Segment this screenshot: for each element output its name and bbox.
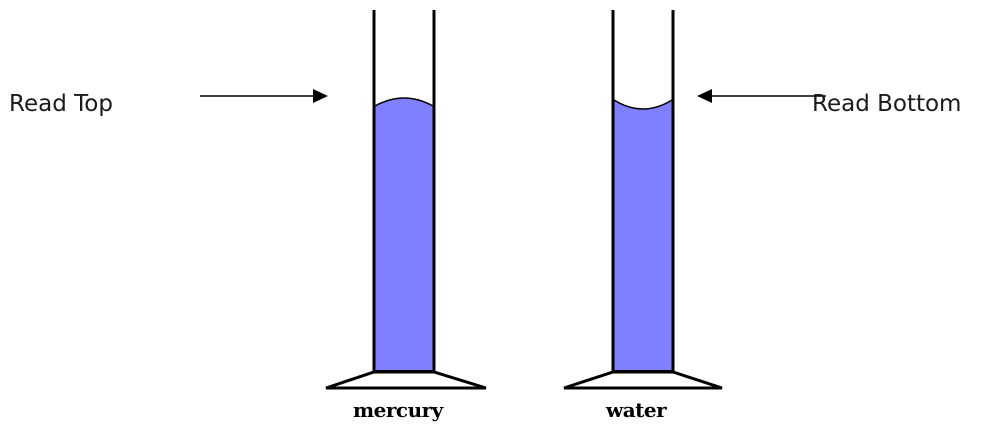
water-cylinder-base [563,370,723,390]
read-bottom-arrow [697,89,826,103]
mercury-meniscus [374,97,434,107]
mercury-liquid [375,98,433,370]
water-meniscus [613,99,673,110]
read-bottom-label: Read Bottom [812,91,962,117]
mercury-label: mercury [353,398,443,422]
water-liquid [614,100,672,370]
mercury-cylinder-base [325,370,487,390]
water-cylinder [563,10,723,390]
read-top-label: Read Top [9,91,113,117]
read-top-arrowhead [313,89,328,103]
water-label: water [606,398,667,422]
mercury-cylinder [325,10,487,390]
read-top-arrow [200,89,328,103]
read-bottom-arrowhead [697,89,712,103]
